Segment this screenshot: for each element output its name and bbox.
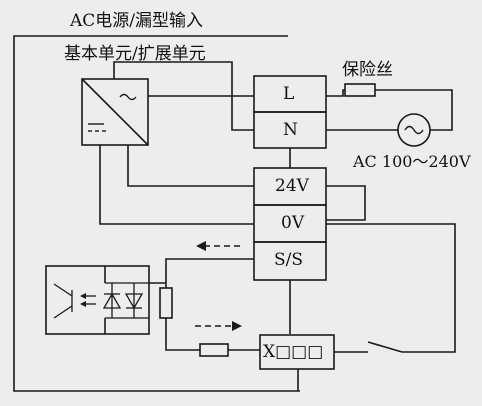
psu-ac-wave <box>119 93 137 101</box>
unit-title: 基本单元/扩展单元 <box>64 44 206 64</box>
input-resistor-horizontal <box>199 343 229 357</box>
wire-ss-coupler <box>165 258 254 288</box>
wire-psu-n <box>148 95 254 131</box>
input-switch <box>367 341 403 353</box>
light-arrowhead-2 <box>80 301 86 307</box>
input-title: AC电源/漏型输入 <box>70 11 204 31</box>
terminal-n-label: N <box>283 120 298 140</box>
wire-psu-l <box>113 61 254 97</box>
terminal-24v-label: 24V <box>275 176 309 196</box>
wire-0v-switch <box>326 223 456 353</box>
wire-psu-0v <box>99 145 254 225</box>
phototransistor-collector <box>53 283 73 297</box>
terminal-x <box>259 334 335 370</box>
current-arrow-right-head <box>232 321 242 331</box>
wire-psu-24v <box>127 145 254 187</box>
input-resistor-vertical <box>159 287 173 319</box>
fuse-label: 保险丝 <box>342 60 393 80</box>
wire-fuse-ac <box>375 89 453 131</box>
light-arrowhead-1 <box>80 293 86 299</box>
wire-l-fuse <box>326 89 345 97</box>
led-diode-2 <box>124 293 144 310</box>
wire-24v-loop <box>326 185 366 221</box>
power-supply-diagonal <box>81 78 149 146</box>
power-supply-box <box>81 78 149 146</box>
terminal-x-label: X□□□ <box>263 342 324 362</box>
wire-resistor-x <box>165 318 200 351</box>
optocoupler-box <box>45 265 150 335</box>
phototransistor-emitter <box>53 305 73 319</box>
ac-range-label: AC 100～240V <box>353 152 471 171</box>
current-arrow-left-head <box>196 241 206 251</box>
terminal-0v-label: 0V <box>281 213 305 233</box>
fuse <box>344 83 376 97</box>
terminal-l-label: L <box>283 84 295 104</box>
terminal-ss-label: S/S <box>274 250 304 270</box>
unit-boundary <box>13 35 300 392</box>
ac-source-wave <box>404 125 424 135</box>
led-diode-1 <box>102 292 122 309</box>
